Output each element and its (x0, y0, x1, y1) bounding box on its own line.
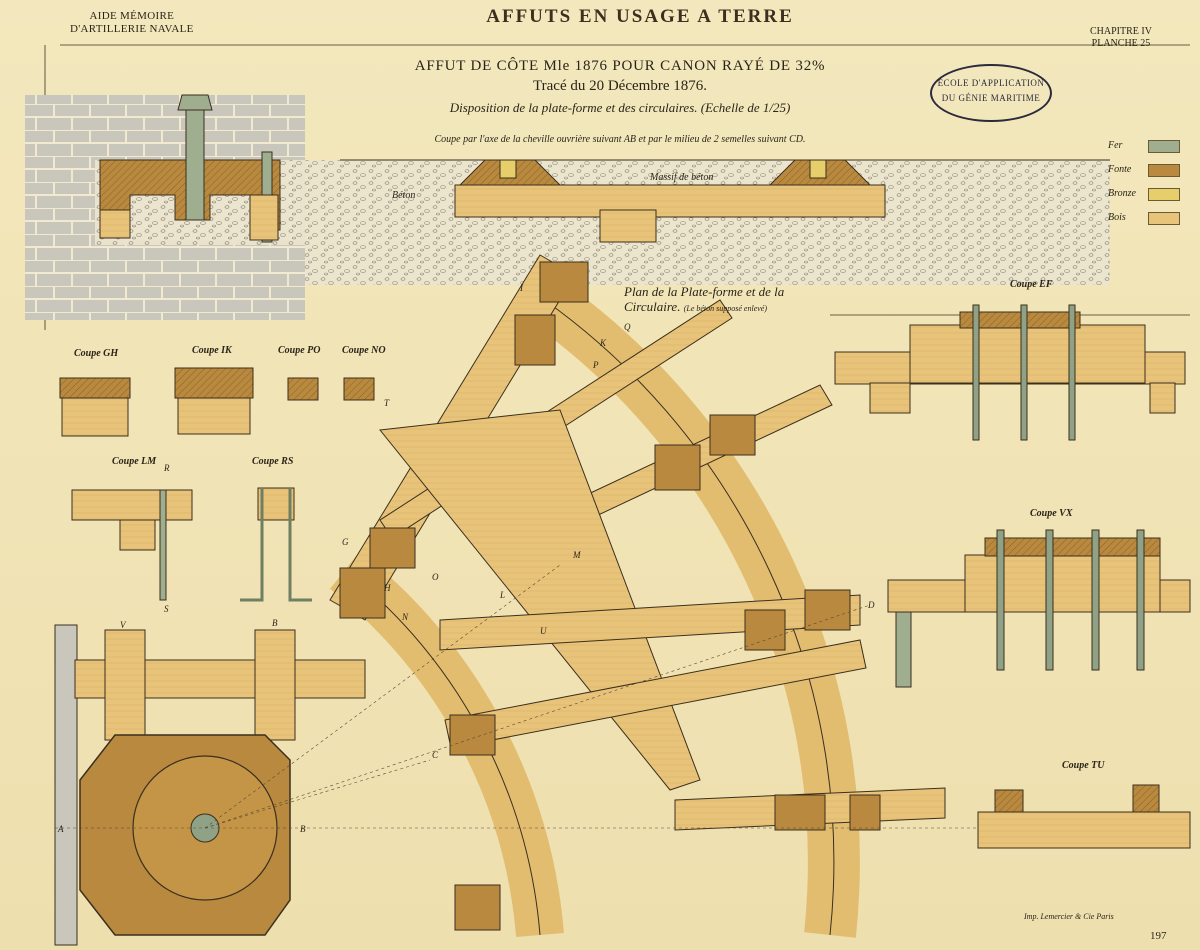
school-stamp: ÉCOLE D'APPLICATION DU GÉNIE MARITIME (930, 64, 1052, 122)
label-coupe-vx: Coupe VX (1030, 508, 1073, 519)
vx-block (964, 554, 1161, 613)
outer-circular-rail-edge (529, 289, 835, 936)
label-coupe-rs: Coupe RS (252, 456, 294, 467)
plan-short-beam-1 (104, 629, 146, 741)
header-right: CHAPITRE IV PLANCHE 25 (1090, 26, 1152, 50)
wall-face-bottom (54, 624, 78, 946)
construction-lines (55, 564, 1190, 829)
section-no (343, 377, 375, 401)
section-rs-strap (240, 488, 312, 602)
plan-label: Plan de la Plate-forme et de la Circulai… (624, 284, 784, 316)
header-title: AFFUTS EN USAGE A TERRE (486, 6, 794, 27)
sleeper-section (454, 184, 886, 218)
ef-block-right (1149, 382, 1176, 414)
label-coupe-lm: Coupe LM (112, 456, 157, 467)
plate-date: Tracé du 20 Décembre 1876. (533, 78, 707, 94)
section-rs-block (257, 487, 295, 521)
letter-p: P (593, 360, 599, 370)
sleeper-under (599, 209, 657, 243)
masonry-base (25, 245, 305, 320)
label-beton: Béton (392, 190, 416, 201)
header-left-line1: AIDE MÉMOIRE (89, 10, 175, 22)
section-lm-bolt (159, 489, 167, 601)
pivot-bolt (185, 94, 205, 221)
label-coupe-po: Coupe PO (278, 345, 321, 356)
legend-swatch-fer (1148, 140, 1180, 153)
rail-chairs (339, 261, 881, 931)
letter-t: T (384, 398, 390, 408)
legend-label-bois: Bois (1108, 212, 1126, 223)
legend-label-fer: Fer (1108, 140, 1123, 151)
plate-title: AFFUT DE CÔTE Mle 1876 POUR CANON RAYÉ D… (414, 58, 826, 74)
legend-label-bronze: Bronze (1108, 188, 1136, 199)
vx-bolts (996, 529, 1145, 671)
section-po (287, 377, 319, 401)
header-left: AIDE MÉMOIRE D'ARTILLERIE NAVALE (70, 10, 194, 36)
section-ik-wood (177, 397, 251, 435)
printer-credit: Imp. Lemercier & Cie Paris (1024, 912, 1114, 921)
letter-i: I (520, 283, 523, 293)
rail-bronze-2 (809, 159, 827, 179)
letter-g: G (342, 537, 349, 547)
vx-post (895, 611, 912, 688)
stamp-line2: DU GÉNIE MARITIME (941, 93, 1041, 103)
plan-short-beam-2 (254, 629, 296, 741)
letter-d: D (868, 600, 875, 610)
legend-swatch-fonte (1148, 164, 1180, 177)
letter-o: O (432, 572, 439, 582)
page-number: 197 (1150, 930, 1167, 942)
legend-swatch-bronze (1148, 188, 1180, 201)
wood-block-top-left (249, 194, 279, 241)
label-massif: Massif de béton (650, 172, 714, 183)
plan-label-line2: Circulaire. (624, 299, 681, 314)
ef-block-left (869, 382, 911, 414)
label-coupe-ik: Coupe IK (192, 345, 232, 356)
section-lm-beam (71, 489, 193, 521)
section-ik-rail (174, 367, 254, 399)
letter-a: A (58, 824, 64, 834)
letter-q: Q (624, 322, 631, 332)
label-coupe-ef: Coupe EF (1010, 279, 1053, 290)
section-gh-rail (59, 377, 131, 399)
label-coupe-no: Coupe NO (342, 345, 386, 356)
letter-k: K (600, 338, 607, 348)
vx-rail (984, 537, 1161, 557)
plan-label-note: (Le béton supposé enlevé) (683, 304, 768, 313)
radial-sleepers (329, 254, 946, 831)
section-gh-wood (61, 397, 129, 437)
letter-b-top: B (272, 618, 278, 628)
letter-m: M (573, 550, 581, 560)
tu-sleeper (977, 811, 1191, 849)
letter-c: C (432, 750, 439, 760)
letter-n: N (402, 612, 409, 622)
header-left-line2: D'ARTILLERIE NAVALE (70, 23, 194, 35)
tu-rail-2 (1132, 784, 1160, 813)
rail-bronze-1 (499, 159, 517, 179)
letter-b: B (300, 824, 306, 834)
letter-h: H (384, 583, 391, 593)
letter-u: U (540, 626, 547, 636)
letter-r: R (164, 463, 170, 473)
label-coupe-tu: Coupe TU (1062, 760, 1105, 771)
plan-label-line1: Plan de la Plate-forme et de la (624, 284, 785, 299)
letter-v: V (120, 620, 126, 630)
letter-l: L (500, 590, 506, 600)
legend-swatch-bois (1148, 212, 1180, 225)
wood-block-small (99, 209, 131, 239)
section-lm-block (119, 519, 156, 551)
ef-rail (959, 311, 1081, 329)
ef-bolts (972, 304, 1076, 441)
legend-label-fonte: Fonte (1108, 164, 1132, 175)
header-right-line2: PLANCHE 25 (1091, 38, 1151, 49)
plate-subtitle: Disposition de la plate-forme et des cir… (449, 100, 791, 115)
tu-rail-1 (994, 789, 1024, 813)
plate-section-note: Coupe par l'axe de la cheville ouvrière … (434, 134, 806, 145)
stamp-line1: ÉCOLE D'APPLICATION (937, 78, 1045, 88)
label-coupe-gh: Coupe GH (74, 348, 119, 359)
letter-s: S (164, 604, 169, 614)
header-right-line1: CHAPITRE IV (1090, 26, 1152, 37)
pivot-nut (177, 94, 213, 111)
